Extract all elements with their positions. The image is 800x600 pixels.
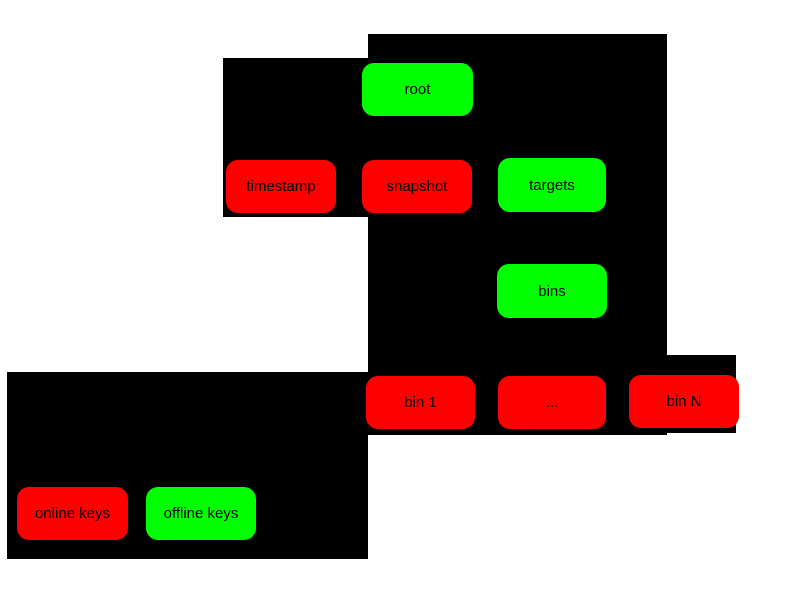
legend-offline-keys: offline keys — [146, 487, 256, 540]
node-root: root — [362, 63, 473, 116]
node-bin-n: bin N — [629, 375, 739, 428]
node-bin-1: bin 1 — [366, 376, 475, 429]
node-bin-ellipsis: ... — [498, 376, 606, 429]
node-snapshot: snapshot — [362, 160, 472, 213]
legend-online-keys: online keys — [17, 487, 128, 540]
node-timestamp: timestamp — [226, 160, 336, 213]
node-targets: targets — [498, 158, 606, 212]
node-bins: bins — [497, 264, 607, 318]
